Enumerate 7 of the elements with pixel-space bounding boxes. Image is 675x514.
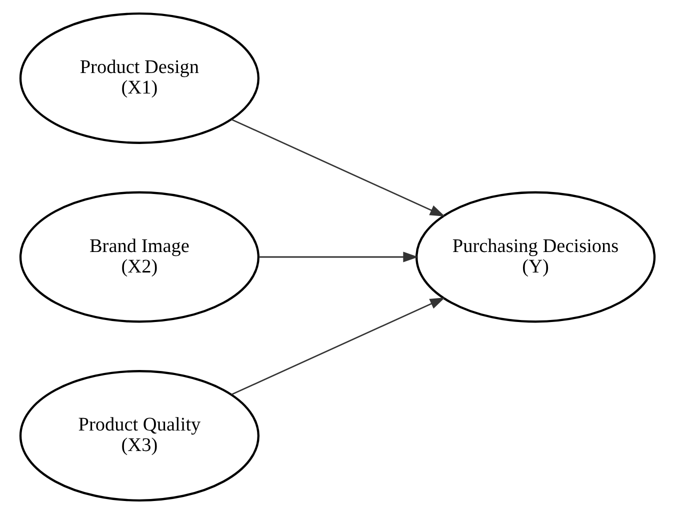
node-ellipse: Brand Image (X2) [19,191,260,323]
node-ellipse: Purchasing Decisions (Y) [415,191,656,323]
node-ellipse: Product Quality (X3) [19,370,260,502]
arrow [231,297,446,396]
arrow [231,118,446,217]
node-ellipse: Product Design (X1) [19,12,260,144]
arrow [258,252,418,262]
